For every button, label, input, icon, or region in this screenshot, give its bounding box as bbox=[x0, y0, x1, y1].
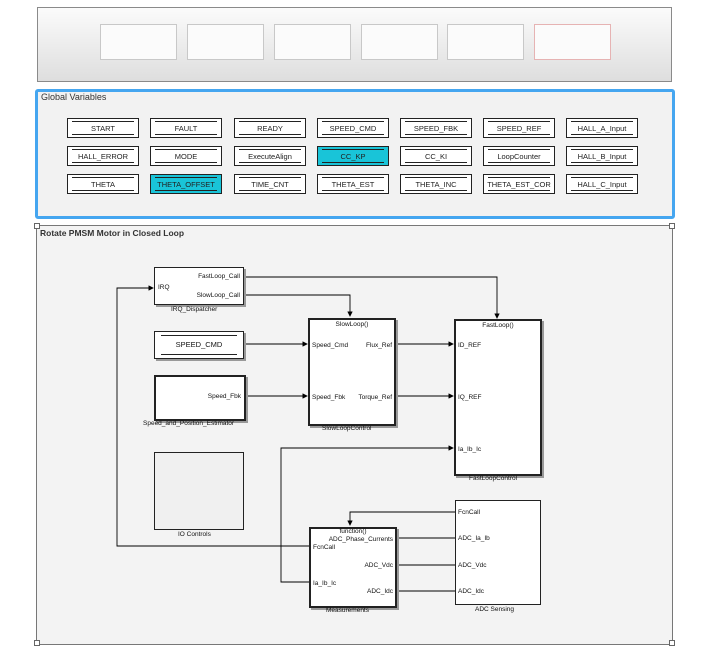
subsystem-title: Rotate PMSM Motor in Closed Loop bbox=[40, 228, 185, 238]
top-panel bbox=[37, 7, 672, 82]
global-var-hall-a-input[interactable]: HALL_A_Input bbox=[566, 118, 638, 138]
global-var-hall-b-input[interactable]: HALL_B_Input bbox=[566, 146, 638, 166]
global-var-hall-c-input[interactable]: HALL_C_Input bbox=[566, 174, 638, 194]
fastloop-header: FastLoop() bbox=[482, 322, 514, 329]
top-button-3[interactable] bbox=[274, 24, 351, 60]
adc-idc-out-port: ADC_Idc bbox=[458, 588, 485, 595]
global-var-start[interactable]: START bbox=[67, 118, 139, 138]
fast-loop-control-label: FastLoopControl bbox=[469, 475, 518, 482]
slow-loop-control-label: SlowLoopControl bbox=[322, 425, 372, 432]
iq-ref-in-port: IQ_REF bbox=[458, 394, 482, 401]
measurements-header: function() bbox=[339, 528, 367, 535]
global-var-mode[interactable]: MODE bbox=[150, 146, 222, 166]
adc-vdc-out-port: ADC_Vdc bbox=[458, 562, 487, 569]
adc-ia-ib-out-port: ADC_Ia_Ib bbox=[458, 535, 490, 542]
global-var-executealign[interactable]: ExecuteAlign bbox=[234, 146, 306, 166]
adc-sensing-label: ADC Sensing bbox=[475, 606, 515, 613]
slow-loop-control-block[interactable]: SlowLoop() Speed_Cmd Speed_Fbk Flux_Ref … bbox=[308, 318, 396, 426]
fcncall-port: FcnCall bbox=[313, 544, 336, 551]
io-controls-block[interactable] bbox=[154, 452, 244, 530]
adc-fcncall-out-port: FcnCall bbox=[458, 509, 481, 516]
irq-dispatcher-block[interactable]: IRQ FastLoop_Call SlowLoop_Call bbox=[154, 267, 244, 305]
speed-position-estimator-block[interactable]: Speed_Fbk bbox=[154, 375, 246, 421]
global-var-theta[interactable]: THETA bbox=[67, 174, 139, 194]
fastloop-call-port: FastLoop_Call bbox=[198, 273, 240, 280]
irq-dispatcher-label: IRQ_Dispatcher bbox=[171, 306, 218, 313]
slowloop-header: SlowLoop() bbox=[335, 321, 369, 328]
top-button-2[interactable] bbox=[187, 24, 264, 60]
global-var-theta-est[interactable]: THETA_EST bbox=[317, 174, 389, 194]
global-var-speed-cmd[interactable]: SPEED_CMD bbox=[317, 118, 389, 138]
speed-cmd-label: SPEED_CMD bbox=[175, 340, 223, 349]
adc-idc-in-port: ADC_Idc bbox=[366, 588, 393, 595]
speed-fbk-in-port: Speed_Fbk bbox=[312, 394, 346, 401]
global-var-fault[interactable]: FAULT bbox=[150, 118, 222, 138]
fast-loop-control-block[interactable]: FastLoop() ID_REF IQ_REF Ia_Ib_Ic bbox=[454, 319, 542, 476]
io-controls-label: IO Controls bbox=[178, 531, 211, 538]
slowloop-call-port: SlowLoop_Call bbox=[196, 292, 240, 299]
resize-handle-tl[interactable] bbox=[34, 223, 40, 229]
resize-handle-bl[interactable] bbox=[34, 640, 40, 646]
global-var-cc-ki[interactable]: CC_KI bbox=[400, 146, 472, 166]
speed-cmd-block[interactable]: SPEED_CMD bbox=[154, 331, 244, 359]
ia-ib-ic-in-port: Ia_Ib_Ic bbox=[458, 446, 482, 453]
flux-ref-out-port: Flux_Ref bbox=[365, 342, 392, 349]
ia-ib-ic-out-port: Ia_Ib_Ic bbox=[313, 580, 337, 587]
id-ref-in-port: ID_REF bbox=[458, 342, 482, 349]
adc-sensing-block[interactable]: FcnCall ADC_Ia_Ib ADC_Vdc ADC_Idc bbox=[455, 500, 541, 605]
subsystem-area[interactable]: Rotate PMSM Motor in Closed Loop bbox=[36, 225, 673, 645]
measurements-block[interactable]: function() ADC_Phase_Currents FcnCall AD… bbox=[309, 527, 397, 608]
measurements-label: Measurements bbox=[326, 607, 369, 614]
global-var-theta-inc[interactable]: THETA_INC bbox=[400, 174, 472, 194]
speed-fbk-out-port: Speed_Fbk bbox=[207, 393, 241, 400]
speed-cmd-in-port: Speed_Cmd bbox=[312, 342, 349, 349]
irq-input-port: IRQ bbox=[158, 284, 170, 291]
resize-handle-br[interactable] bbox=[669, 640, 675, 646]
top-button-1[interactable] bbox=[100, 24, 177, 60]
top-button-5[interactable] bbox=[447, 24, 524, 60]
global-variables-title: Global Variables bbox=[41, 92, 107, 102]
resize-handle-tr[interactable] bbox=[669, 223, 675, 229]
torque-ref-out-port: Torque_Ref bbox=[358, 394, 392, 401]
global-var-speed-ref[interactable]: SPEED_REF bbox=[483, 118, 555, 138]
adc-phase-currents-port: ADC_Phase_Currents bbox=[328, 536, 393, 543]
estimator-label: Speed_and_Position_Estimator bbox=[143, 420, 235, 427]
top-button-6[interactable] bbox=[534, 24, 611, 60]
adc-vdc-in-port: ADC_Vdc bbox=[364, 562, 393, 569]
global-var-hall-error[interactable]: HALL_ERROR bbox=[67, 146, 139, 166]
global-var-time-cnt[interactable]: TIME_CNT bbox=[234, 174, 306, 194]
global-var-speed-fbk[interactable]: SPEED_FBK bbox=[400, 118, 472, 138]
global-variables-panel[interactable]: Global Variables START FAULT READY SPEED_CM… bbox=[35, 89, 675, 219]
global-var-theta-est-cor[interactable]: THETA_EST_COR bbox=[483, 174, 555, 194]
global-var-theta-offset[interactable]: THETA_OFFSET bbox=[150, 174, 222, 194]
global-var-ready[interactable]: READY bbox=[234, 118, 306, 138]
top-button-4[interactable] bbox=[361, 24, 438, 60]
global-var-cc-kp[interactable]: CC_KP bbox=[317, 146, 389, 166]
global-var-loopcounter[interactable]: LoopCounter bbox=[483, 146, 555, 166]
